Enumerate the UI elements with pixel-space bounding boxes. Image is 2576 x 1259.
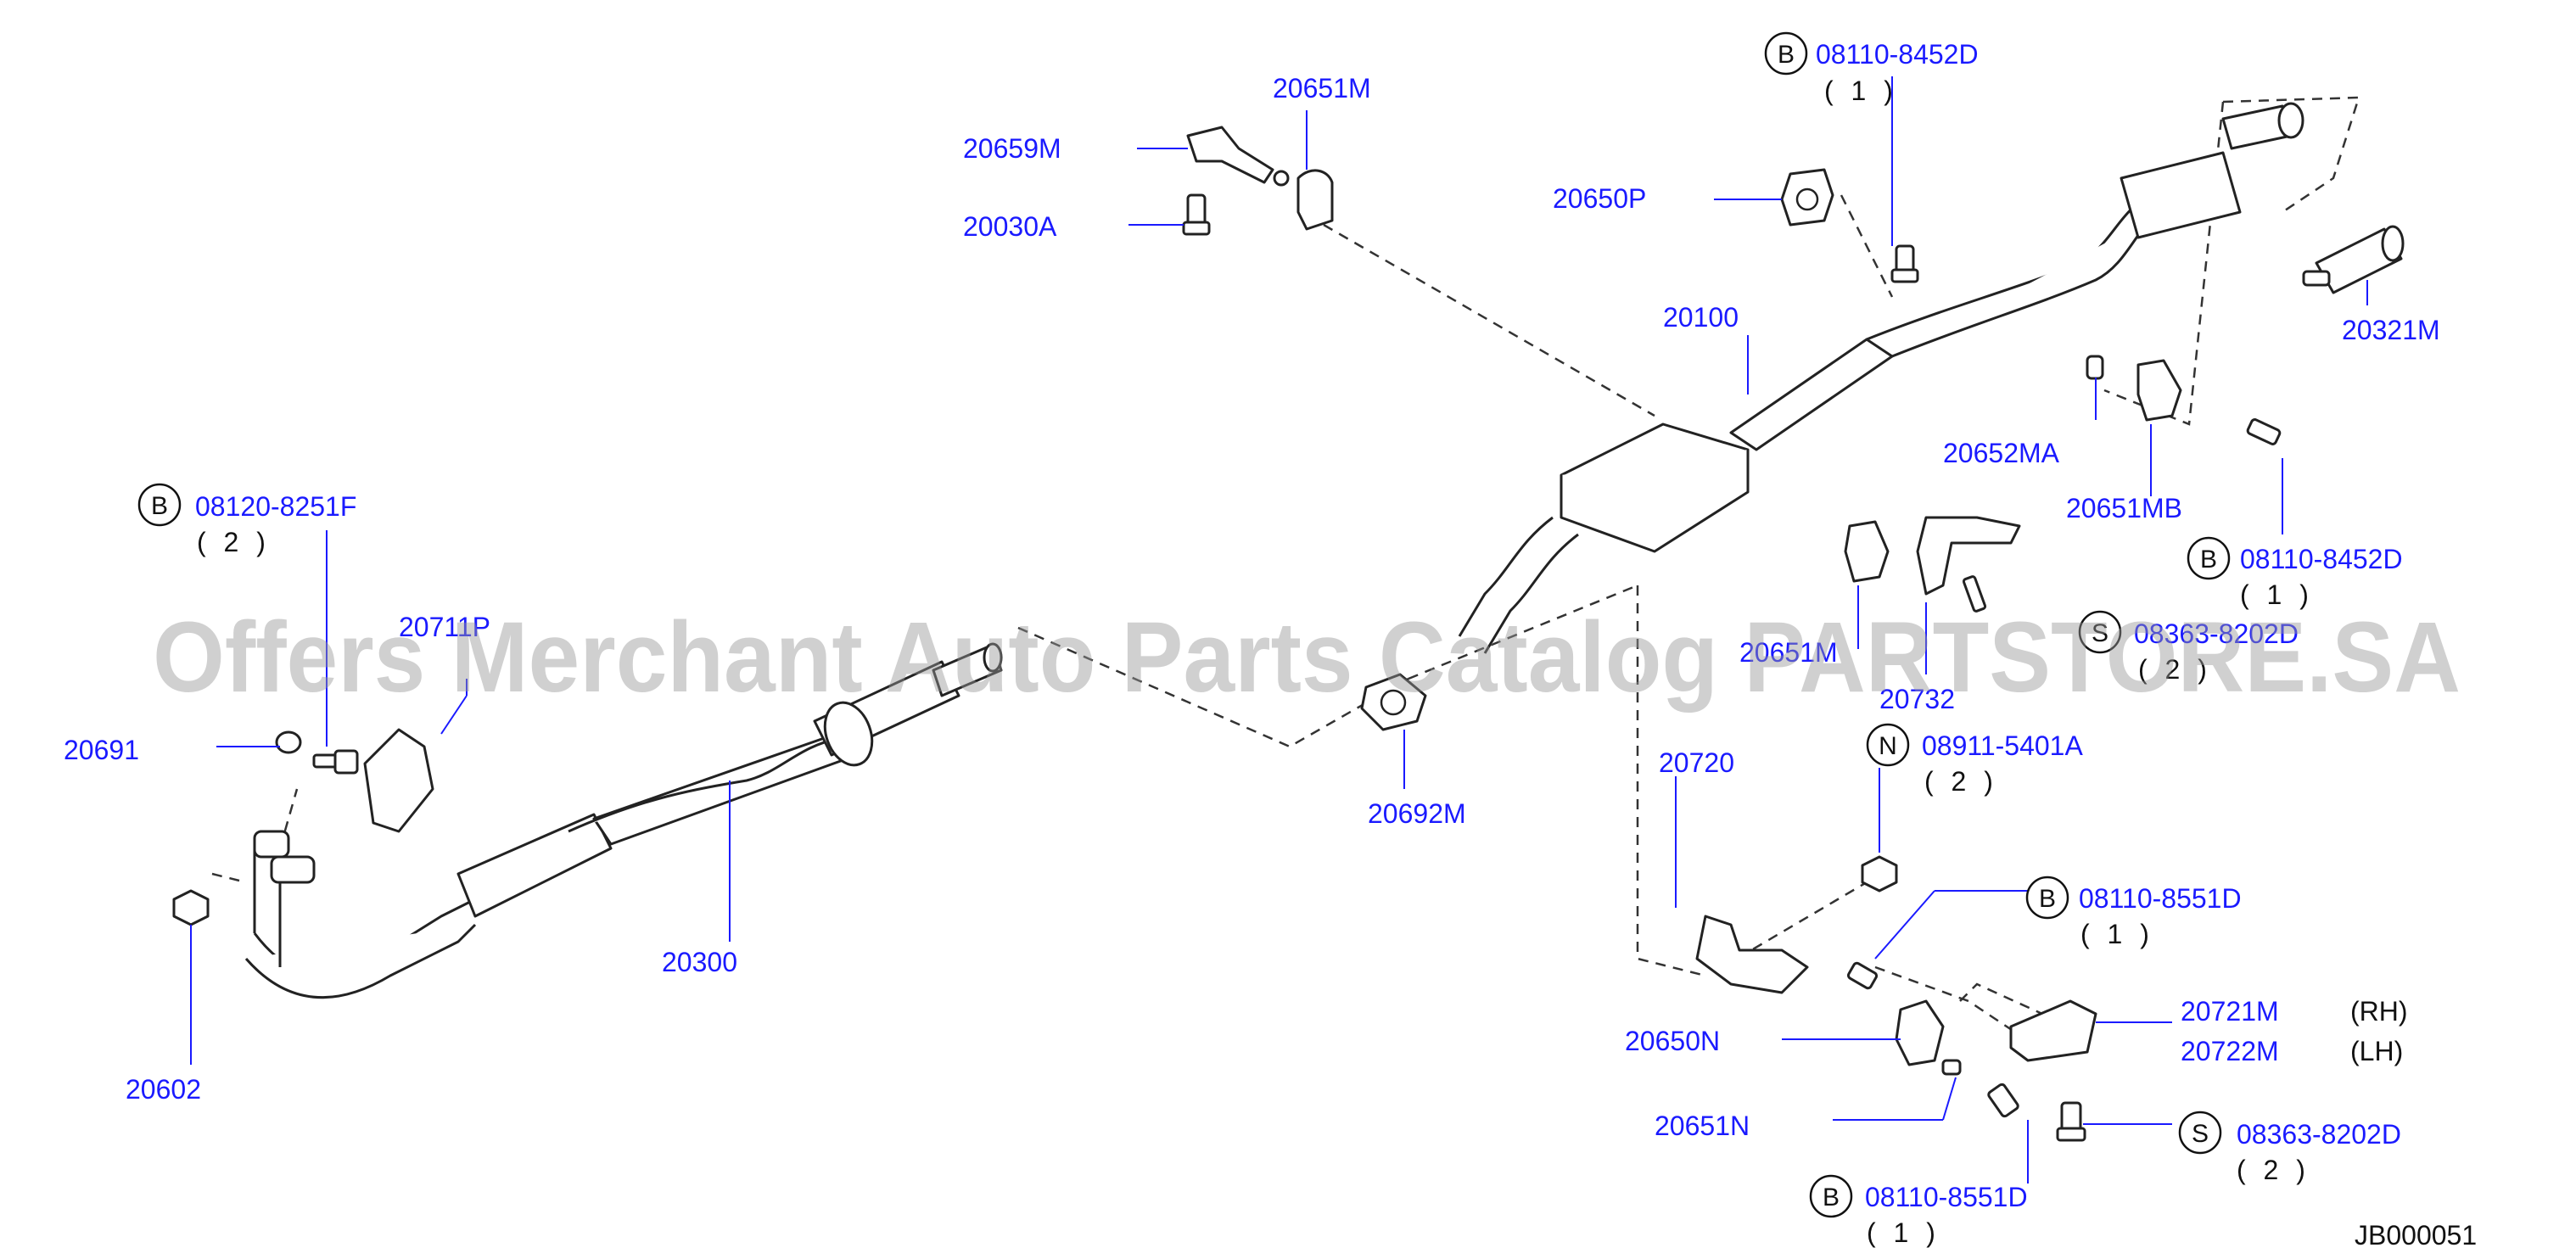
svg-text:( 2 ): ( 2 ): [2138, 654, 2212, 685]
svg-text:B: B: [2200, 546, 2217, 574]
label-20602: 20602: [126, 1074, 201, 1105]
callout-08911-5401A: N 08911-5401A ( 2 ): [1866, 723, 2083, 797]
label-20321M: 20321M: [2342, 315, 2440, 345]
svg-text:S: S: [2192, 1120, 2209, 1148]
callout-08120-8251F: B 08120-8251F ( 2 ): [137, 483, 356, 557]
svg-text:( 1 ): ( 1 ): [1867, 1217, 1940, 1248]
svg-text:08363-8202D: 08363-8202D: [2237, 1119, 2401, 1150]
label-20659M: 20659M: [963, 133, 1061, 164]
svg-text:08363-8202D: 08363-8202D: [2134, 618, 2299, 649]
svg-text:08110-8452D: 08110-8452D: [1816, 39, 1979, 70]
label-20692M: 20692M: [1368, 798, 1466, 829]
svg-text:08120-8251F: 08120-8251F: [195, 491, 356, 522]
svg-text:S: S: [2092, 619, 2108, 647]
part-labels: 20659M 20651M 20030A 20650P 20100 20321M…: [64, 73, 2440, 1141]
callout-08363-8202D-mid: S 08363-8202D ( 2 ): [2078, 610, 2299, 685]
label-20691: 20691: [64, 735, 139, 765]
label-20300: 20300: [662, 947, 737, 977]
label-side-lh: (LH): [2350, 1036, 2403, 1066]
front-exhaust-pipe: [244, 728, 859, 999]
leader-lines: [190, 76, 2368, 1183]
label-20720: 20720: [1659, 747, 1734, 778]
svg-text:B: B: [151, 492, 168, 520]
svg-text:( 2 ): ( 2 ): [1924, 766, 1998, 797]
label-20650N: 20650N: [1625, 1026, 1720, 1056]
svg-text:( 2 ): ( 2 ): [197, 527, 271, 557]
label-20651M-mid: 20651M: [1739, 637, 1838, 668]
main-muffler: [1458, 102, 2304, 654]
svg-text:( 2 ): ( 2 ): [2237, 1155, 2310, 1185]
svg-text:B: B: [1778, 41, 1795, 69]
watermark-text: Offers Merchant Auto Parts Catalog PARTS…: [153, 602, 2461, 713]
tail-pipe-finisher: [2302, 225, 2405, 294]
label-20651M-top: 20651M: [1273, 73, 1371, 104]
label-20651N: 20651N: [1655, 1111, 1750, 1141]
callout-08110-8452D-top: B 08110-8452D ( 1 ): [1764, 31, 1979, 106]
fastener-callouts: B 08110-8452D ( 1 ) B 08120-8251F ( 2 ) …: [137, 31, 2403, 1248]
callout-08110-8452D-right: B 08110-8452D ( 1 ): [2187, 536, 2403, 610]
label-side-rh: (RH): [2350, 996, 2408, 1027]
label-20650P: 20650P: [1553, 183, 1646, 214]
label-20651MB: 20651MB: [2066, 493, 2182, 523]
svg-text:B: B: [1823, 1183, 1840, 1211]
center-muffler-tube: [813, 642, 1003, 767]
callout-08110-8551D-mid: B 08110-8551D ( 1 ): [2025, 876, 2242, 949]
svg-text:08110-8452D: 08110-8452D: [2240, 544, 2403, 574]
hardware-parts: [172, 126, 2282, 1142]
svg-text:( 1 ): ( 1 ): [2080, 919, 2154, 949]
svg-text:08110-8551D: 08110-8551D: [2079, 883, 2242, 914]
svg-text:B: B: [2039, 885, 2056, 913]
callout-08110-8551D-bottom: B 08110-8551D ( 1 ): [1809, 1174, 2028, 1248]
callout-08363-8202D-bottom: S 08363-8202D ( 2 ): [2178, 1111, 2401, 1185]
svg-text:N: N: [1879, 732, 1897, 760]
label-20732: 20732: [1879, 684, 1955, 714]
diagram-id: JB000051: [2355, 1220, 2477, 1251]
label-20721M: 20721M: [2181, 996, 2279, 1027]
label-20652MA: 20652MA: [1943, 438, 2060, 468]
label-20100: 20100: [1663, 302, 1739, 333]
svg-text:08110-8551D: 08110-8551D: [1865, 1182, 2028, 1212]
svg-text:( 1 ): ( 1 ): [2240, 579, 2314, 610]
label-20030A: 20030A: [963, 211, 1057, 242]
label-20722M: 20722M: [2181, 1036, 2279, 1066]
svg-text:( 1 ): ( 1 ): [1824, 76, 1898, 106]
label-20711P: 20711P: [399, 612, 490, 642]
svg-text:08911-5401A: 08911-5401A: [1922, 730, 2083, 761]
